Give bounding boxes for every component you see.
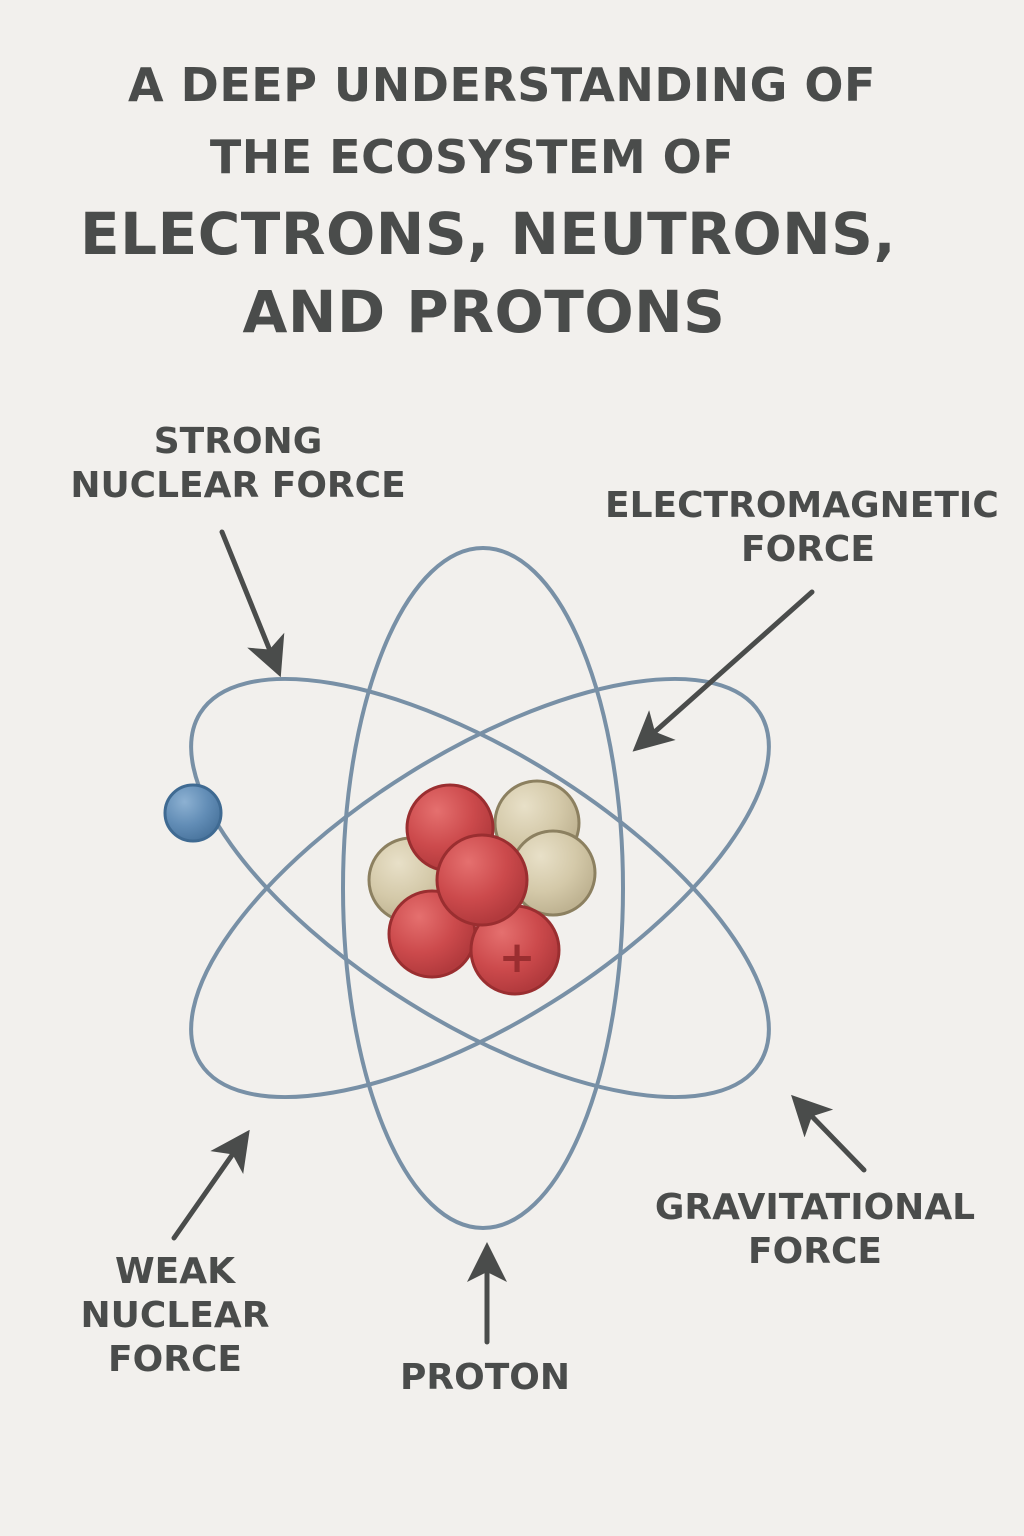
label-weak-nuclear-force: WEAK NUCLEAR FORCE xyxy=(60,1250,290,1382)
label-strong-nuclear-force: STRONG NUCLEAR FORCE xyxy=(58,420,418,508)
orbit-tilted-right xyxy=(189,676,771,1100)
label-line: FORCE xyxy=(108,1339,242,1380)
label-line: FORCE xyxy=(741,529,875,570)
electron xyxy=(163,783,223,843)
nucleus: + xyxy=(367,779,597,996)
orbits xyxy=(189,546,771,1230)
label-line: FORCE xyxy=(748,1231,882,1272)
label-gravitational-force: GRAVITATIONAL FORCE xyxy=(640,1186,990,1274)
proton xyxy=(435,833,529,927)
label-line: PROTON xyxy=(400,1357,570,1398)
arrows xyxy=(171,529,867,1345)
label-line: WEAK xyxy=(114,1251,236,1292)
label-line: NUCLEAR FORCE xyxy=(70,465,406,506)
title-line-3: ELECTRONS, NEUTRONS, xyxy=(80,200,896,268)
arrow-strong-nuclear xyxy=(219,529,285,678)
arrow-electromagnetic xyxy=(632,589,815,752)
title-line-1: A DEEP UNDERSTANDING OF xyxy=(128,58,876,112)
orbit-tilted-left xyxy=(189,676,771,1100)
label-line: ELECTROMAGNETIC xyxy=(605,485,999,526)
label-line: GRAVITATIONAL xyxy=(654,1187,976,1228)
proton-plus-sign: + xyxy=(499,932,536,983)
label-proton: PROTON xyxy=(380,1356,590,1400)
title-line-4: AND PROTONS xyxy=(242,278,726,346)
label-electromagnetic-force: ELECTROMAGNETIC FORCE xyxy=(605,484,1024,572)
label-line: STRONG xyxy=(153,421,323,462)
arrow-weak-nuclear xyxy=(171,1129,250,1241)
label-line: NUCLEAR xyxy=(80,1295,270,1336)
orbit-vertical xyxy=(341,546,625,1230)
title-line-2: THE ECOSYSTEM OF xyxy=(209,130,735,184)
arrow-gravitational xyxy=(791,1094,867,1173)
